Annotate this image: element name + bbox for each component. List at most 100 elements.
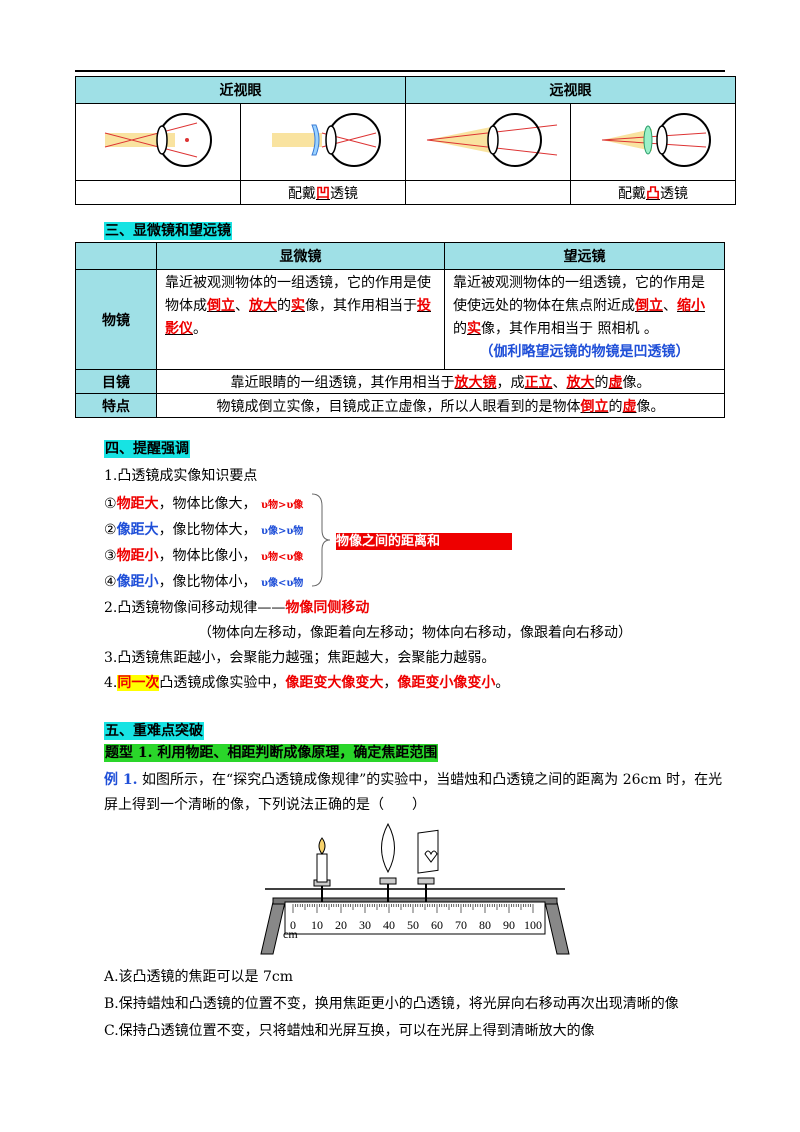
row-objective: 物镜 xyxy=(75,269,157,370)
wear-suffix: 透镜 xyxy=(330,185,358,202)
rule-3: ③物距小，物体比像小， υ物<υ像 xyxy=(104,546,303,568)
example-text: 如图所示，在“探究凸透镜成像规律”的实验中，当蜡烛和凸透镜之间的距离为 26cm… xyxy=(141,772,723,788)
answer: 倒立 xyxy=(207,298,235,314)
ruler-tick-label: 80 xyxy=(479,918,491,932)
rule-text: ，像比物体大， xyxy=(158,522,257,538)
row-feature: 特点 xyxy=(75,393,157,418)
text: 的 xyxy=(277,298,291,314)
rule-num: ② xyxy=(104,522,117,538)
text: 的 xyxy=(453,321,467,337)
answer: 放大 xyxy=(249,298,277,314)
item2-note: （物体向左移动，像距着向左移动；物体向右移动，像跟着向右移动） xyxy=(198,625,632,641)
ruler-tick-label: 50 xyxy=(407,918,419,932)
text: 。 xyxy=(193,321,207,337)
answer: 倒立 xyxy=(580,398,609,415)
option-b: B.保持蜡烛和凸透镜的位置不变，换用焦距更小的凸透镜，将光屏向右移动再次出现清晰… xyxy=(104,996,679,1012)
ruler-tick-label: 100 xyxy=(524,918,542,932)
rule-num: ① xyxy=(104,496,117,512)
text: ， xyxy=(383,675,398,691)
row-eyepiece: 目镜 xyxy=(75,369,157,394)
hyperopia-header: 远视眼 xyxy=(405,76,736,104)
eyepiece-text: 靠近眼睛的一组透镜，其作用相当于放大镜，成正立、放大的虚像。 xyxy=(156,369,725,394)
rule-num: ④ xyxy=(104,574,117,590)
eye-table: 近视眼 远视眼 xyxy=(75,76,736,205)
rule-relation: υ物>υ像 xyxy=(261,500,304,511)
text: 。 xyxy=(495,675,510,691)
option-a: A.该凸透镜的焦距可以是 7cm xyxy=(104,969,294,985)
ruler-tick-label: 70 xyxy=(455,918,467,932)
example-label: 例 1. xyxy=(104,772,138,788)
wear-prefix: 配戴 xyxy=(288,185,316,202)
empty-cell xyxy=(405,180,571,205)
rule-num: ③ xyxy=(104,548,117,564)
text: 、 xyxy=(552,374,567,391)
example-line2: 屏上得到一个清晰的像，下列说法正确的是（ ） xyxy=(104,797,426,813)
rule-key: 物距大 xyxy=(116,496,159,512)
hyperopia-correction-text: 配戴凸透镜 xyxy=(570,180,736,205)
header-rule xyxy=(75,70,725,72)
microscope-objective: 靠近被观测物体的一组透镜，它的作用是使物体成倒立、放大的实像，其作用相当于投影仪… xyxy=(156,269,445,370)
ruler-tick-label: 40 xyxy=(383,918,395,932)
answer: 放大镜 xyxy=(454,374,497,391)
text: 物镜成倒立实像，目镜成正立虚像，所以人眼看到的是物体 xyxy=(216,398,581,415)
answer: 正立 xyxy=(524,374,553,391)
text: 4. xyxy=(104,675,118,691)
bracket-note-text: 物像之间的距离和 xyxy=(336,534,441,549)
section4-title: 四、提醒强调 xyxy=(104,440,190,458)
rule-key: 像距大 xyxy=(116,522,159,538)
text: 的 xyxy=(608,398,623,415)
empty-cell xyxy=(75,180,241,205)
item2-key: 物像同侧移动 xyxy=(285,600,370,616)
rule-text: ，物体比像大， xyxy=(158,496,257,512)
rule-relation: υ物<υ像 xyxy=(261,552,304,563)
text: 2.凸透镜物像间移动规律—— xyxy=(104,600,286,616)
telescope-note: （伽利略望远镜的物镜是凹透镜） xyxy=(479,344,690,360)
text: ，成 xyxy=(496,374,525,391)
ruler-tick-label: 60 xyxy=(431,918,443,932)
hyperopia-corrected-diagram xyxy=(570,103,736,181)
scope-header-empty xyxy=(75,242,157,270)
rule-text: ，物体比像小， xyxy=(158,548,257,564)
ruler-tick-label: 20 xyxy=(335,918,347,932)
text: 靠近被观测物体的一组透镜，它的作用是使物体成 xyxy=(165,275,431,314)
text: 靠近眼睛的一组透镜，其作用相当于 xyxy=(230,374,455,391)
ruler-tick-label: 0 xyxy=(290,918,296,932)
bench-base xyxy=(260,888,570,955)
item2: 2.凸透镜物像间移动规律——物像同侧移动 xyxy=(104,598,369,618)
ruler-tick-label: 10 xyxy=(311,918,323,932)
section5-title: 五、重难点突破 xyxy=(104,722,204,740)
wear-prefix: 配戴 xyxy=(618,185,646,202)
microscope-header: 显微镜 xyxy=(156,242,445,270)
wear-suffix: 透镜 xyxy=(660,185,688,202)
feature-text: 物镜成倒立实像，目镜成正立虚像，所以人眼看到的是物体倒立的虚像。 xyxy=(156,393,725,418)
text: 像，其作用相当于 xyxy=(305,298,417,314)
rule-relation: υ像<υ物 xyxy=(261,578,304,589)
rule-4: ④像距小，像比物体小， υ像<υ物 xyxy=(104,572,303,594)
myopia-corrected-diagram xyxy=(240,103,406,181)
item1: 1.凸透镜成实像知识要点 xyxy=(104,468,258,484)
rule-text: ，像比物体小， xyxy=(158,574,257,590)
rule-relation: υ像>υ物 xyxy=(261,526,304,537)
myopia-eye-diagram xyxy=(75,103,241,181)
answer: 虚 xyxy=(608,374,623,391)
text: 的 xyxy=(594,374,609,391)
text: 像，其作用相当于 照相机 。 xyxy=(481,321,658,337)
answer: 实 xyxy=(467,321,481,337)
answer: 虚 xyxy=(622,398,637,415)
text: 、 xyxy=(235,298,249,314)
ruler-unit: cm xyxy=(283,927,298,941)
section3-title: 三、显微镜和望远镜 xyxy=(104,222,232,240)
option-c: C.保持凸透镜位置不变，只将蜡烛和光屏互换，可以在光屏上得到清晰放大的像 xyxy=(104,1023,595,1039)
item4-rule2: 像距变小像变小 xyxy=(397,675,496,691)
text: 像。 xyxy=(622,374,651,391)
rule-key: 物距小 xyxy=(116,548,159,564)
hyperopia-lens-answer: 凸 xyxy=(646,185,660,202)
text: 像。 xyxy=(636,398,665,415)
item4-rule1: 像距变大像变大 xyxy=(285,675,384,691)
answer: 投影仪 xyxy=(165,298,431,337)
answer: 倒立 xyxy=(635,298,663,314)
scope-table: 显微镜 望远镜 物镜 靠近被观测物体的一组透镜，它的作用是使物体成倒立、放大的实… xyxy=(75,242,725,418)
example-line1: 例 1. 如图所示，在“探究凸透镜成像规律”的实验中，当蜡烛和凸透镜之间的距离为… xyxy=(104,770,722,790)
